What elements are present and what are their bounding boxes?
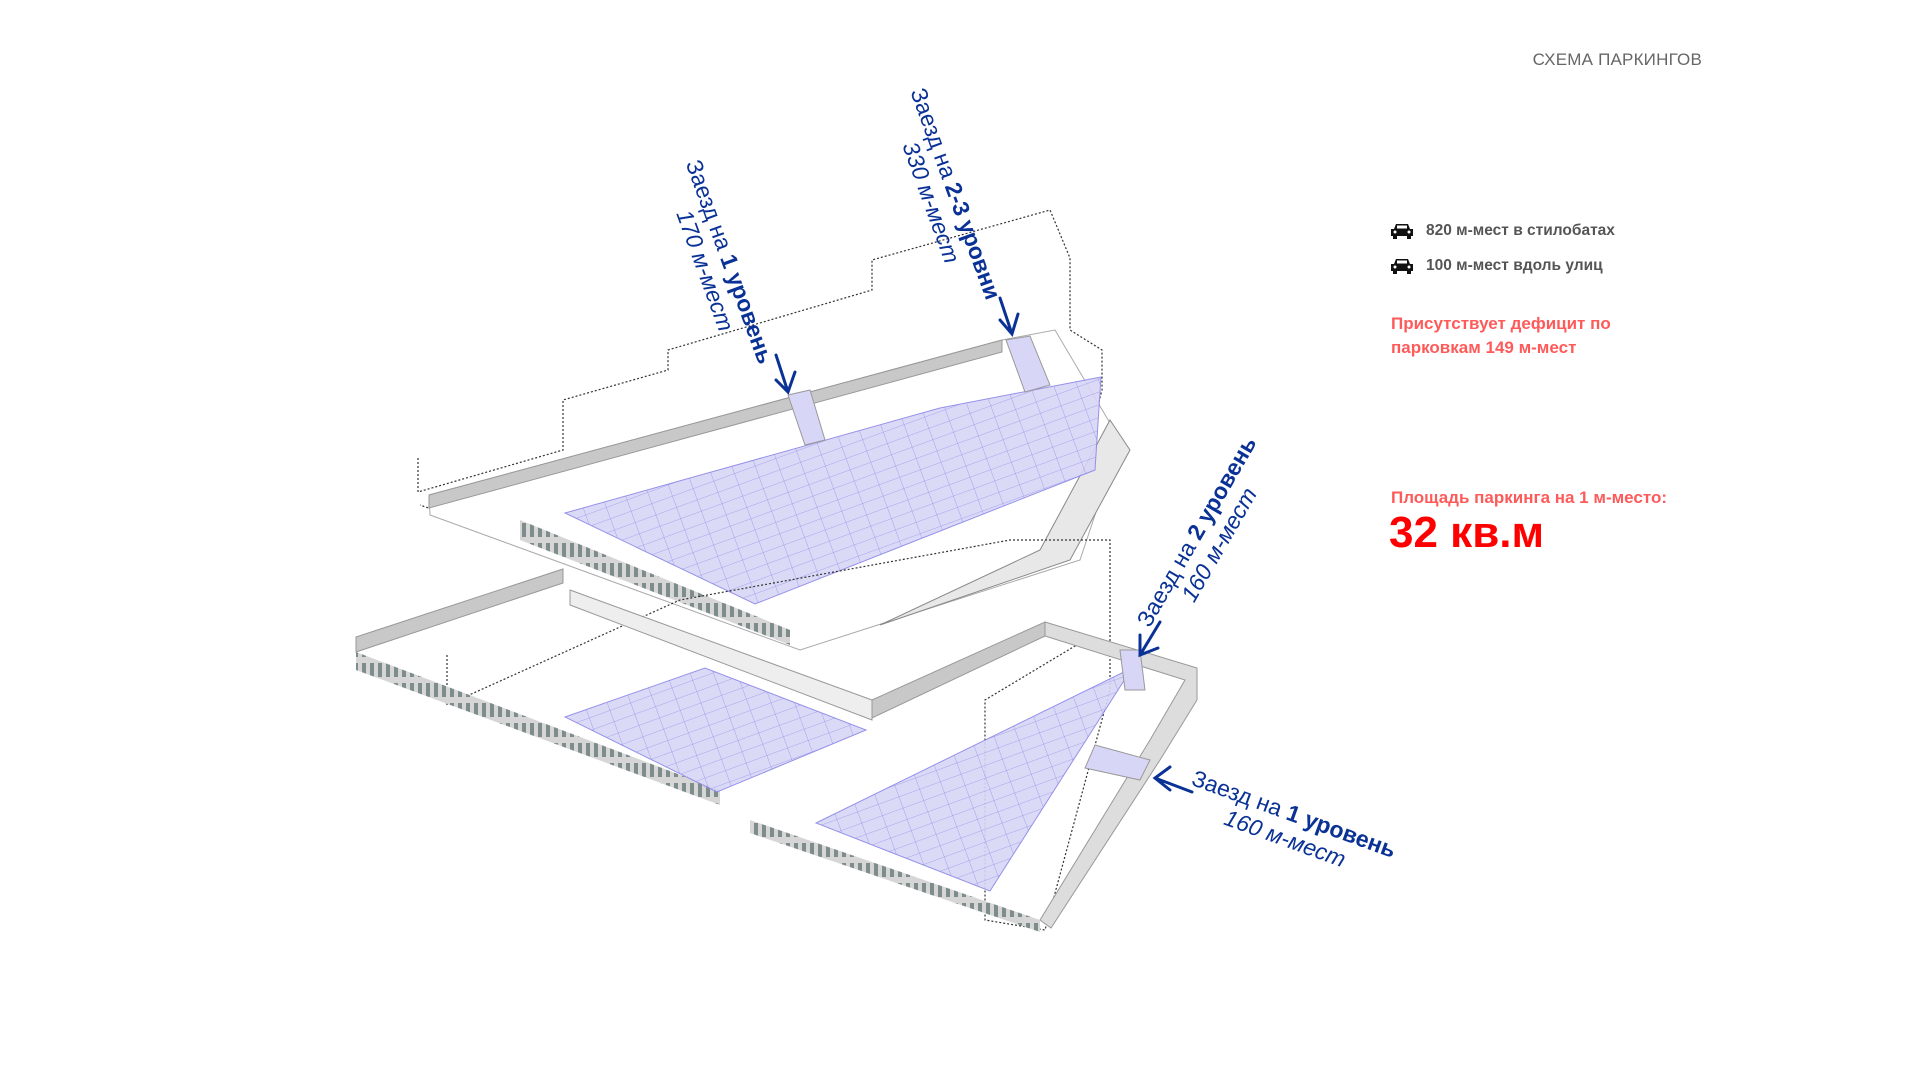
legend-label: 820 м-мест в стилобатах — [1426, 222, 1615, 239]
deficit-line-2: парковкам 149 м-мест — [1391, 338, 1577, 357]
lower-entry-2 — [1119, 649, 1146, 691]
car-icon — [1391, 224, 1413, 239]
arrow-icon — [774, 353, 797, 395]
deficit-line-1: Присутствует дефицит по — [1391, 314, 1611, 333]
area-label: Площадь паркинга на 1 м-место: — [1391, 488, 1668, 507]
arrow-icon — [1138, 620, 1162, 658]
lower-outline — [446, 539, 1111, 931]
upper-parking-floor — [563, 376, 1102, 605]
arrow-icon — [998, 296, 1020, 338]
lower-parking-floor-right — [814, 666, 1134, 892]
legend-item-street: 100 м-мест вдоль улиц — [1390, 257, 1603, 275]
lower-level — [355, 539, 1198, 932]
lower-mid-wall — [569, 589, 873, 721]
legend-label: 100 м-мест вдоль улиц — [1426, 257, 1603, 274]
upper-entry-1 — [787, 389, 826, 446]
lower-facade-right — [750, 820, 1040, 932]
upper-ramp — [879, 419, 1131, 626]
lower-entry-1 — [1084, 744, 1151, 781]
lower-right-wall — [871, 621, 1046, 719]
upper-facade — [520, 520, 790, 645]
page-title: СХЕМА ПАРКИНГОВ — [1532, 50, 1702, 69]
area-value: 32 кв.м — [1389, 508, 1545, 557]
arrow-icon — [1152, 765, 1194, 794]
lower-parking-floor-left — [563, 667, 868, 793]
upper-outline — [417, 209, 1103, 641]
lower-facade-left — [356, 652, 720, 805]
legend-item-stylobate: 820 м-мест в стилобатах — [1390, 222, 1615, 240]
upper-entry-2 — [1005, 335, 1051, 393]
lower-back-wall — [355, 568, 564, 653]
lower-east-wall — [1039, 621, 1198, 929]
upper-level — [417, 209, 1131, 651]
car-icon — [1391, 259, 1413, 274]
